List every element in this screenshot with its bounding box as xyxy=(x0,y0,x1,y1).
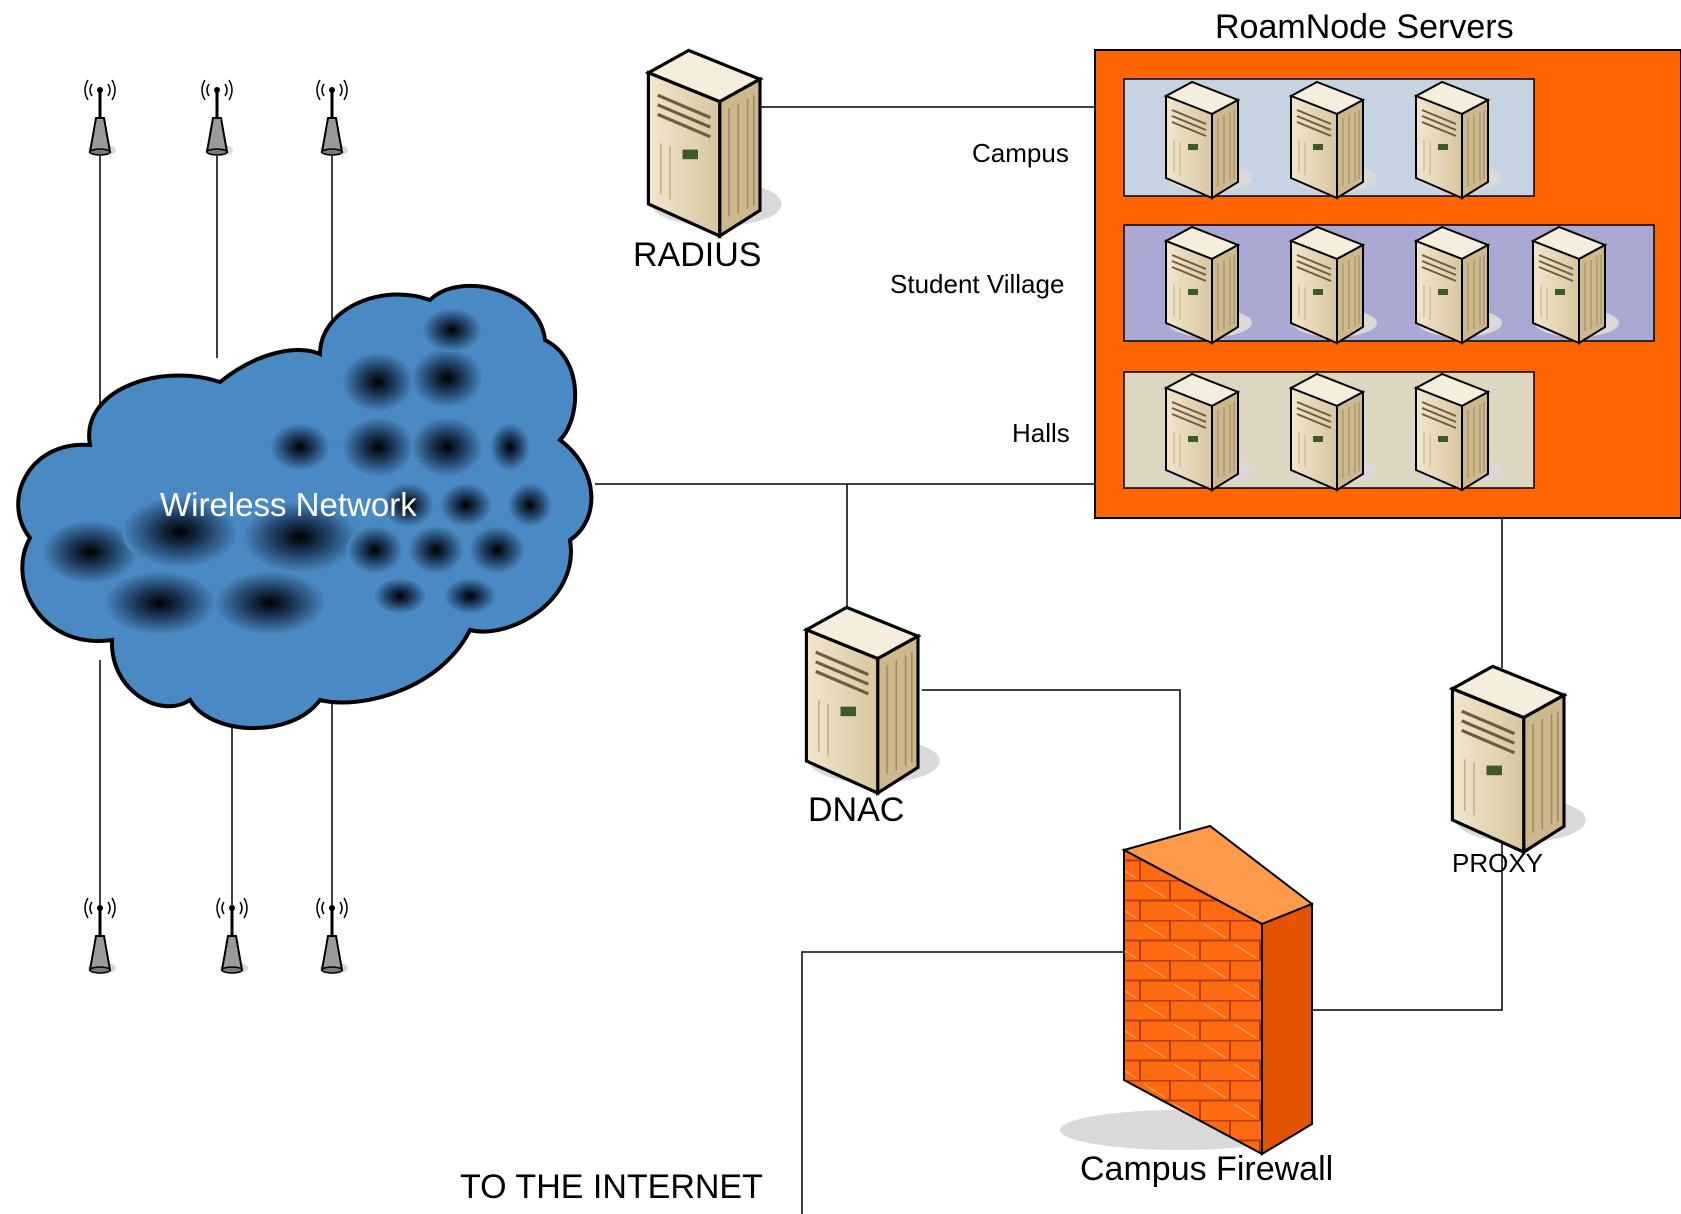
halls-label: Halls xyxy=(1012,418,1070,448)
radius-server-icon xyxy=(646,48,784,238)
dnac-label: DNAC xyxy=(808,791,905,829)
internet-label: TO THE INTERNET xyxy=(460,1168,763,1206)
antenna-bottom-2 xyxy=(215,896,250,976)
proxy-server-icon xyxy=(1450,664,1588,854)
wireless-network-label: Wireless Network xyxy=(160,486,417,523)
dnac-server-icon xyxy=(804,605,942,795)
proxy-label: PROXY xyxy=(1452,848,1544,878)
radius-label: RADIUS xyxy=(633,236,762,274)
antenna-top-3 xyxy=(315,78,350,158)
antenna-bottom-3 xyxy=(315,896,350,976)
antenna-bottom-1 xyxy=(83,896,118,976)
student-village-label: Student Village xyxy=(890,269,1065,299)
firewall-icon xyxy=(1060,824,1315,1156)
campus-label: Campus xyxy=(972,138,1069,168)
cloud-icon xyxy=(16,284,594,731)
roamnode-title: RoamNode Servers xyxy=(1215,8,1514,46)
antenna-top-1 xyxy=(83,78,118,158)
firewall-label: Campus Firewall xyxy=(1080,1150,1334,1188)
connection-lines xyxy=(99,106,1503,1214)
antenna-top-2 xyxy=(200,78,235,158)
